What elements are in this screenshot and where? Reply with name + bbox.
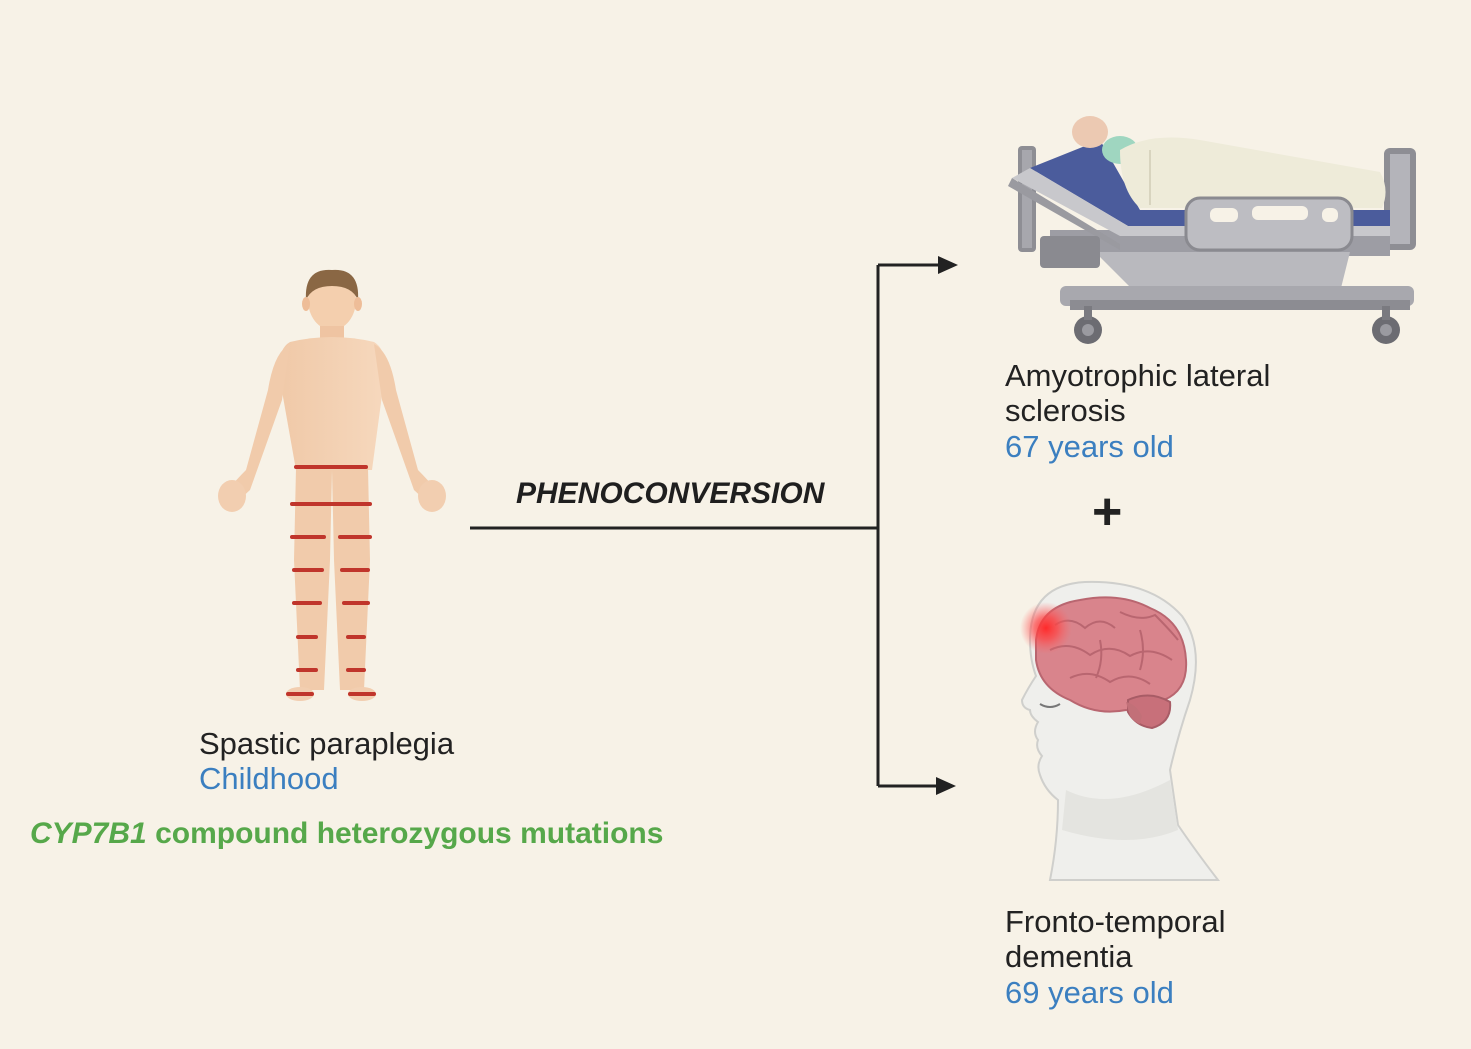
hospital-bed-icon	[1008, 116, 1416, 344]
als-label-line1: Amyotrophic lateral	[1005, 358, 1271, 393]
als-age-label: 67 years old	[1005, 429, 1174, 464]
ftd-label-line2: dementia	[1005, 939, 1133, 974]
left-onset-label: Childhood	[199, 761, 339, 796]
phenoconversion-label: PHENOCONVERSION	[516, 477, 825, 510]
arrow-head-top	[938, 256, 958, 274]
left-condition-label: Spastic paraplegia	[199, 726, 455, 761]
gene-name: CYP7B1	[30, 817, 147, 850]
phenoconversion-connector	[470, 263, 942, 788]
als-label-line2: sclerosis	[1005, 393, 1126, 428]
ftd-label-line1: Fronto-temporal	[1005, 904, 1226, 939]
spasticity-marks	[286, 465, 376, 696]
arrow-head-bottom	[936, 777, 956, 795]
human-body-icon	[218, 269, 446, 701]
brain-head-icon	[1020, 580, 1221, 881]
mutation-description: compound heterozygous mutations	[155, 817, 664, 850]
plus-sign: +	[1092, 483, 1123, 541]
gene-mutation-label: CYP7B1 compound heterozygous mutations	[30, 817, 663, 851]
ftd-age-label: 69 years old	[1005, 975, 1174, 1010]
